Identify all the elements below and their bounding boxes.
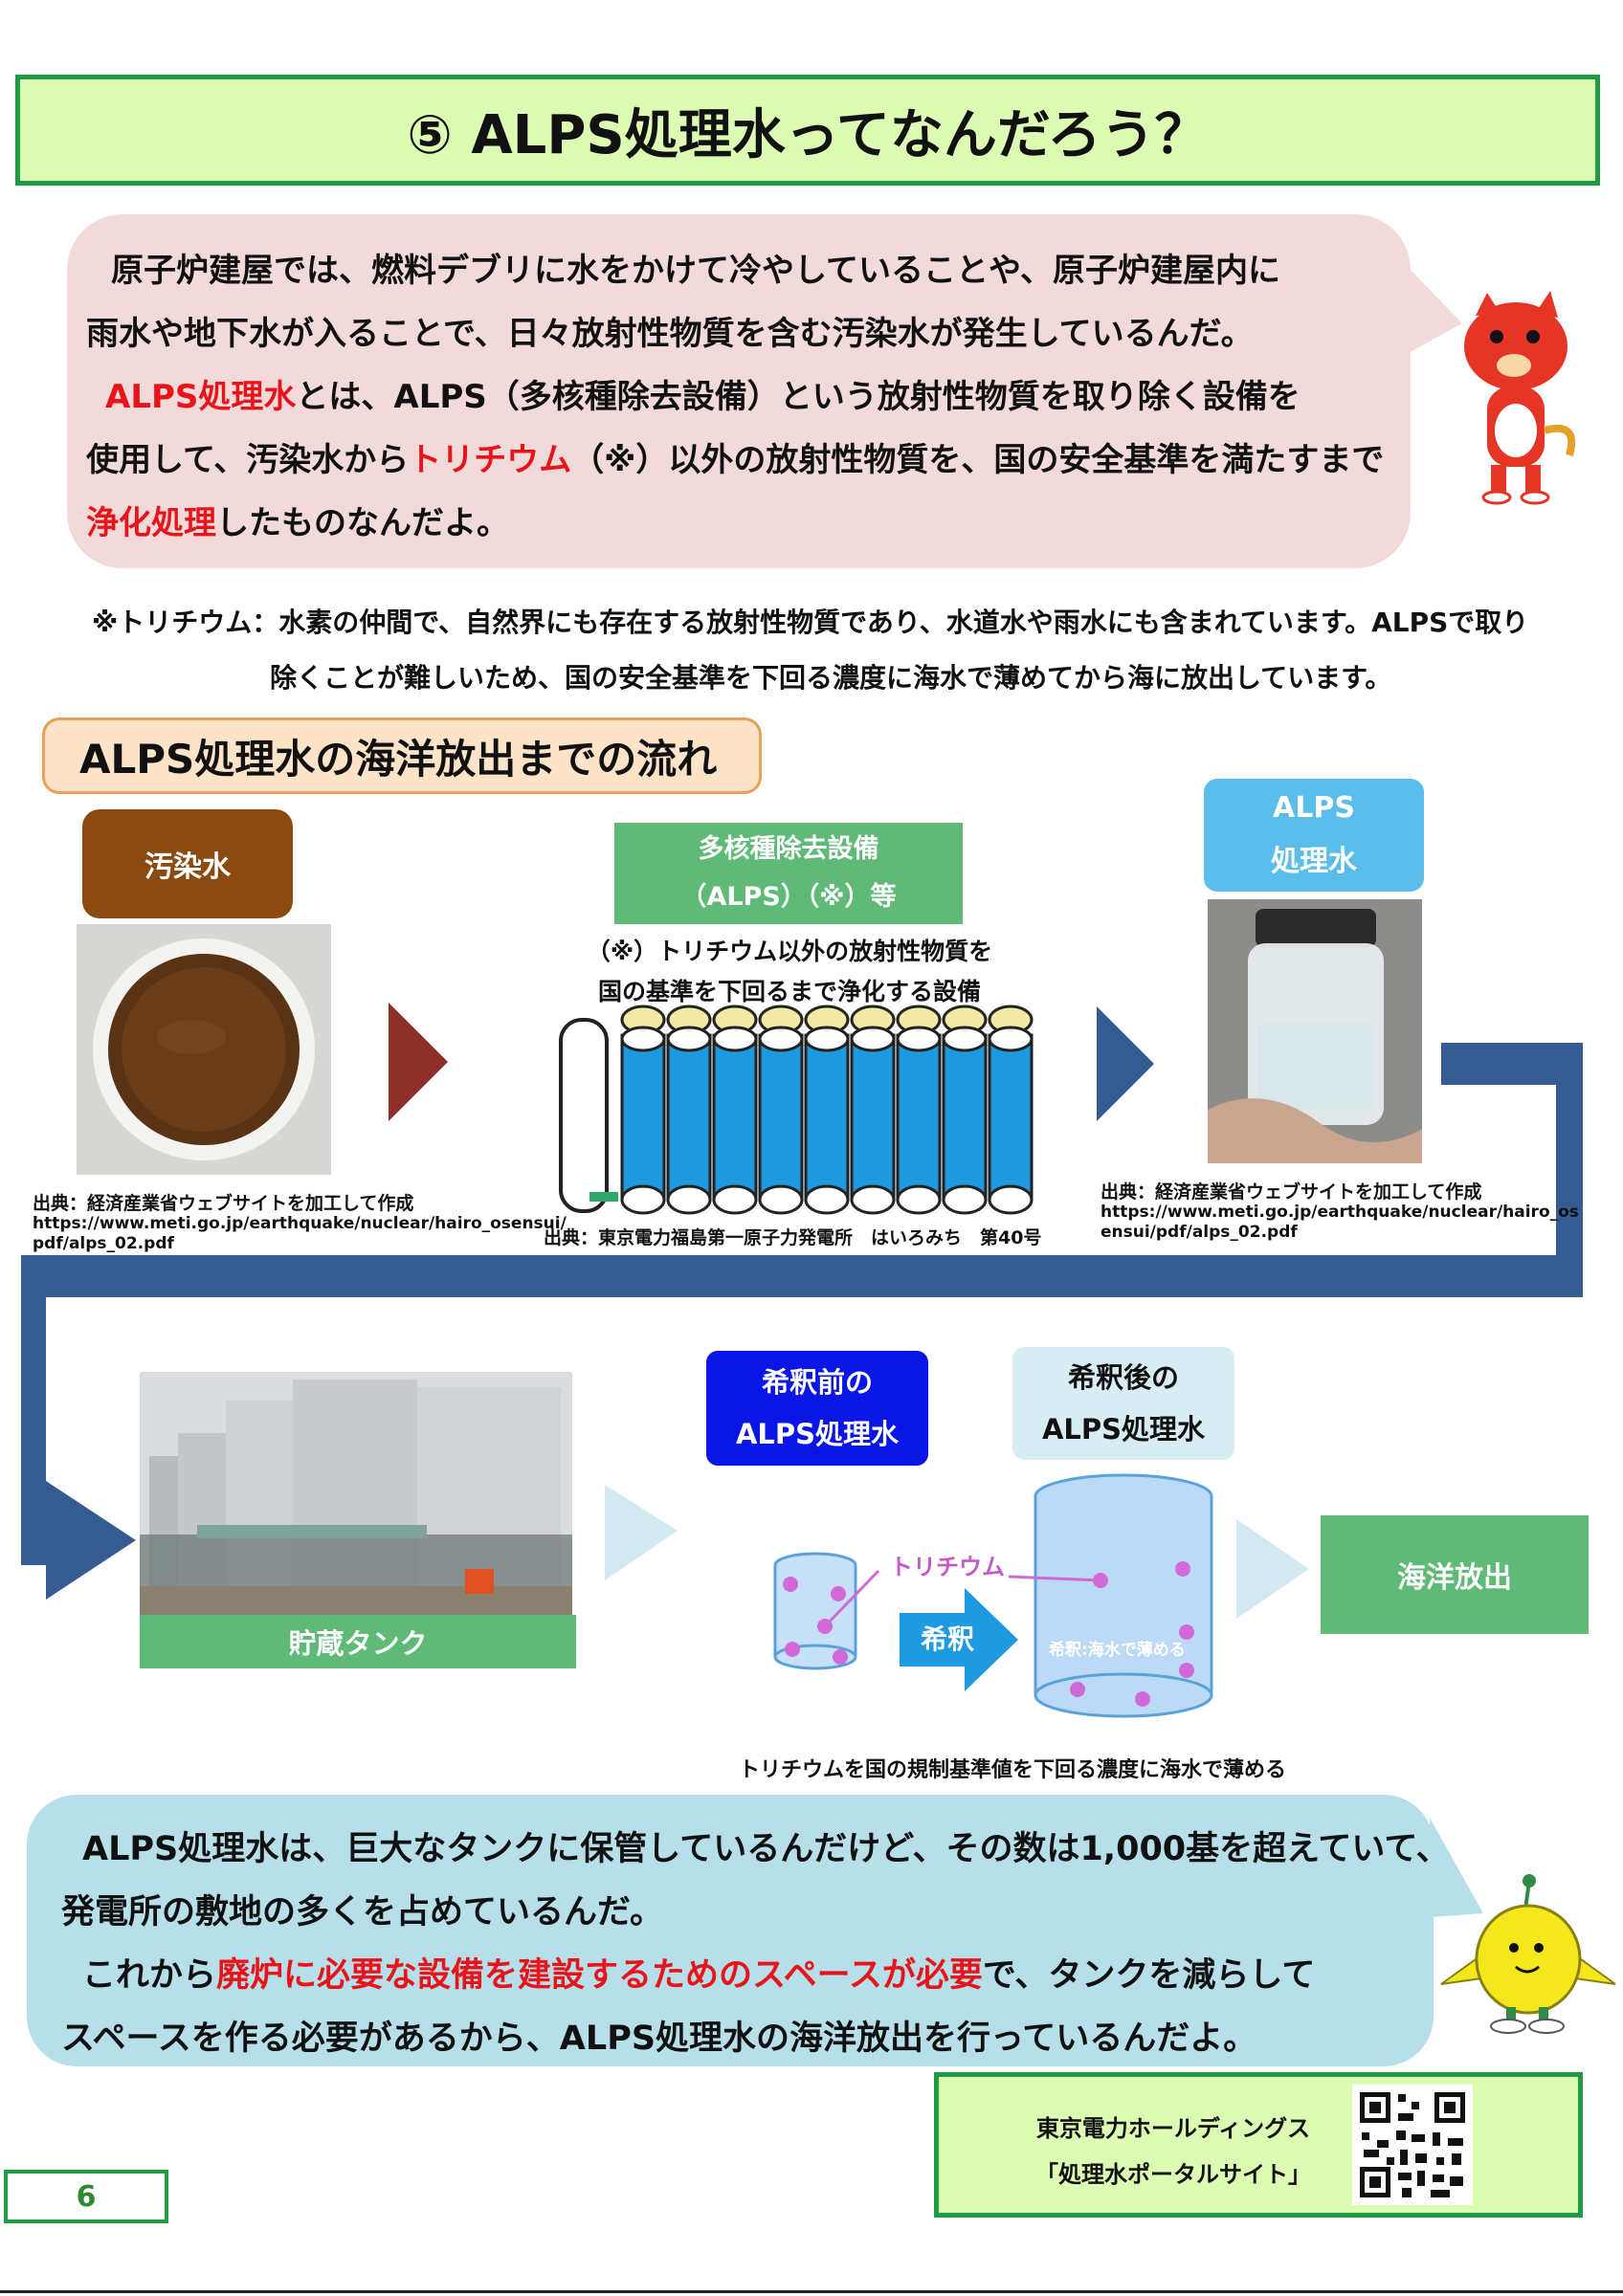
storage-tanks-photo <box>140 1372 572 1615</box>
page-title-text: ⑤ ALPS処理水ってなんだろう？ <box>407 103 1209 166</box>
alps-note-line-1: （※）トリチウム以外の放射性物質を <box>586 938 993 965</box>
portal-site-box[interactable]: 東京電力ホールディングス 「処理水ポータルサイト」 <box>934 2072 1583 2218</box>
before-dilution-2: ALPS処理水 <box>735 1418 900 1450</box>
closing-line-3: これから廃炉に必要な設備を建設するためのスペースが必要で、タンクを減らして <box>61 1944 1414 2007</box>
tritium-label: トリチウム <box>890 1554 1005 1580</box>
after-dilution-2: ALPS処理水 <box>1041 1413 1206 1446</box>
closing-line-1: ALPS処理水は、巨大なタンクに保管しているんだけど、その数は1,000基を超え… <box>82 1830 1450 1868</box>
before-dilution-1: 希釈前の <box>761 1366 873 1399</box>
alps-equipment-label: 多核種除去設備 （ALPS）（※）等 <box>614 823 963 924</box>
treated-label-2: 処理水 <box>1271 845 1357 878</box>
after-dilution-1: 希釈後の <box>1067 1361 1179 1394</box>
contaminated-water-photo <box>77 924 331 1175</box>
treated-water-photo <box>1208 899 1422 1163</box>
intro-speech-bubble: 原子炉建屋では、燃料デブリに水をかけて冷やしていることや、原子炉建屋内に 雨水や… <box>67 214 1411 568</box>
alps-equipment-illustration <box>559 1004 1034 1215</box>
intro-line-5: 浄化処理したものなんだよ。 <box>86 492 1382 555</box>
alps-equipment-note: （※）トリチウム以外の放射性物質を 国の基準を下回るまで浄化する設備 <box>565 932 1014 1012</box>
dilution-diagram <box>773 1473 1213 1718</box>
ocean-release-label: 海洋放出 <box>1321 1515 1589 1634</box>
page-number-text: 6 <box>76 2179 97 2214</box>
portal-line-2: 「処理水ポータルサイト」 <box>1035 2161 1311 2188</box>
source-3-line-1: 出典：経済産業省ウェブサイトを加工して作成 <box>1101 1181 1482 1203</box>
page-number: 6 <box>4 2170 168 2223</box>
tritium-note: ※トリチウム：水素の仲間で、自然界にも存在する放射性物質であり、水道水や雨水にも… <box>92 595 1585 706</box>
ocean-release-label-text: 海洋放出 <box>1397 1561 1512 1595</box>
dilute-arrow <box>900 1588 1018 1691</box>
intro-line-4: 使用して、汚染水からトリチウム（※）以外の放射性物質を、国の安全基準を満たすまで <box>86 429 1385 492</box>
arrow-red <box>389 1003 448 1121</box>
highlight-alps-treated-water: ALPS処理水 <box>105 378 297 416</box>
source-1-line-3: pdf/alps_02.pdf <box>33 1234 174 1253</box>
qr-code-icon[interactable] <box>1352 2085 1473 2205</box>
source-citation-2: 出典：東京電力福島第一原子力発電所 はいろみち 第40号 <box>544 1227 1042 1248</box>
tritium-note-line-2: 除くことが難しいため、国の安全基準を下回る濃度に海水で薄めてから海に放出していま… <box>270 662 1392 694</box>
closing-line-2: 発電所の敷地の多くを占めているんだ。 <box>61 1893 663 1932</box>
flow-section-title: ALPS処理水の海洋放出までの流れ <box>42 718 762 794</box>
dilute-label: 希釈 <box>921 1623 975 1655</box>
before-dilution-label: 希釈前の ALPS処理水 <box>706 1351 928 1466</box>
page-title: ⑤ ALPS処理水ってなんだろう？ <box>15 75 1600 186</box>
intro-line-5-b: したものなんだよ。 <box>216 504 509 542</box>
highlight-space-needed: 廃炉に必要な設備を建設するためのスペースが必要 <box>216 1956 983 1995</box>
closing-bubble-tail <box>1430 1818 1483 1917</box>
source-citation-1: 出典：経済産業省ウェブサイトを加工して作成 https://www.meti.g… <box>33 1194 567 1254</box>
source-3-line-2: https://www.meti.go.jp/earthquake/nuclea… <box>1101 1203 1579 1222</box>
contaminated-water-label: 汚染水 <box>82 809 293 918</box>
alps-equipment-label-1: 多核種除去設備 <box>698 834 879 864</box>
dilute-note: 希釈:海水で薄める <box>1049 1641 1186 1660</box>
highlight-purification: 浄化処理 <box>86 504 216 542</box>
intro-line-4-a: 使用して、汚染水から <box>86 441 410 479</box>
speech-bubble-tail <box>1407 266 1462 354</box>
closing-speech-bubble: ALPS処理水は、巨大なタンクに保管しているんだけど、その数は1,000基を超え… <box>27 1795 1450 2066</box>
alps-equipment-label-2: （ALPS）（※）等 <box>680 882 897 912</box>
intro-line-3-rest: とは、ALPS（多核種除去設備）という放射性物質を取り除く設備を <box>296 378 1301 416</box>
highlight-tritium: トリチウム <box>409 441 572 479</box>
dilution-caption: トリチウムを国の規制基準値を下回る濃度に海水で薄める <box>739 1758 1287 1782</box>
treated-label-1: ALPS <box>1273 791 1355 825</box>
tritium-note-line-1: ※トリチウム：水素の仲間で、自然界にも存在する放射性物質であり、水道水や雨水にも… <box>92 607 1529 638</box>
storage-tank-label: 貯蔵タンク <box>140 1615 576 1668</box>
portal-text: 東京電力ホールディングス 「処理水ポータルサイト」 <box>1025 2106 1322 2197</box>
bottom-rule <box>0 2290 1623 2293</box>
contaminated-water-label-text: 汚染水 <box>145 850 231 884</box>
closing-line-3-c: で、タンクを減らして <box>982 1956 1316 1995</box>
red-mascot-icon <box>1464 291 1576 505</box>
intro-line-4-c: （※）以外の放射性物質を、国の安全基準を満たすまで <box>571 441 1385 479</box>
intro-line-2: 雨水や地下水が入ることで、日々放射性物質を含む汚染水が発生しているんだ。 <box>86 315 1254 353</box>
yellow-mascot-icon <box>1440 1874 1616 2034</box>
portal-line-1: 東京電力ホールディングス <box>1035 2115 1311 2142</box>
closing-line-4: スペースを作る必要があるから、ALPS処理水の海洋放出を行っているんだよ。 <box>61 2020 1257 2058</box>
flow-section-title-text: ALPS処理水の海洋放出までの流れ <box>79 735 718 783</box>
source-3-line-3: ensui/pdf/alps_02.pdf <box>1101 1223 1298 1242</box>
closing-line-3-a: これから <box>82 1956 217 1995</box>
source-1-line-1: 出典：経済産業省ウェブサイトを加工して作成 <box>33 1193 414 1214</box>
storage-tank-label-text: 貯蔵タンク <box>288 1627 428 1660</box>
source-3-backdrop <box>1099 1173 1539 1253</box>
alps-note-line-2: 国の基準を下回るまで浄化する設備 <box>597 978 981 1005</box>
after-dilution-label: 希釈後の ALPS処理水 <box>1012 1347 1234 1460</box>
intro-line-1: 原子炉建屋では、燃料デブリに水をかけて冷やしていることや、原子炉建屋内に <box>111 252 1280 290</box>
intro-line-3: ALPS処理水とは、ALPS（多核種除去設備）という放射性物質を取り除く設備を <box>86 365 1382 429</box>
source-1-line-2: https://www.meti.go.jp/earthquake/nuclea… <box>33 1214 567 1233</box>
source-citation-3: 出典：経済産業省ウェブサイトを加工して作成 https://www.meti.g… <box>1101 1182 1579 1243</box>
alps-treated-water-label: ALPS 処理水 <box>1204 779 1424 892</box>
